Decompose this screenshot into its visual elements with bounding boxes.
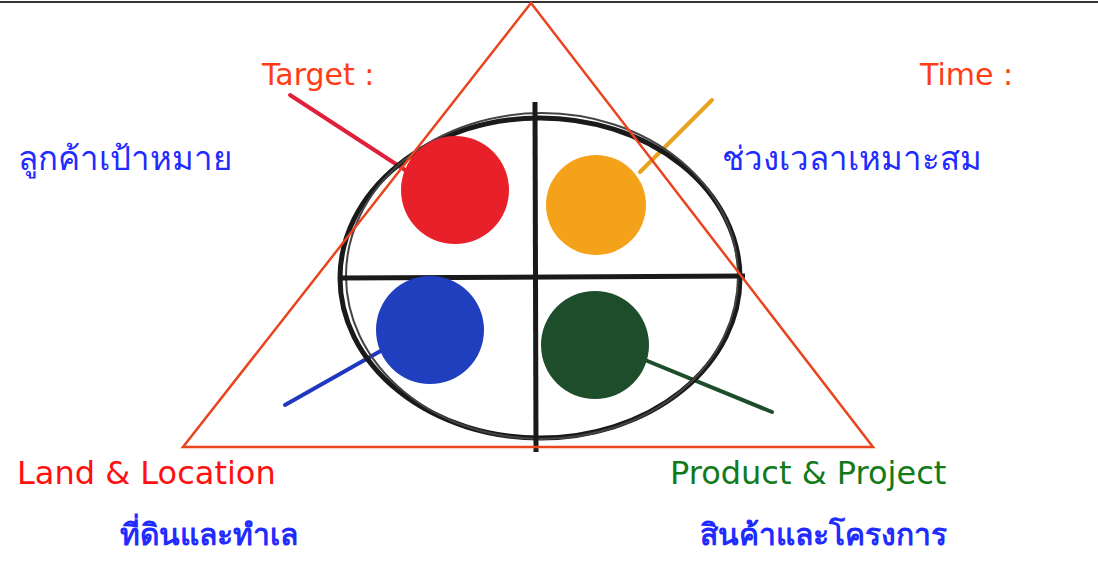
red-stick <box>290 95 405 170</box>
label-text: Product & Project <box>670 455 946 492</box>
label-text: ช่วงเวลาเหมาะสม <box>722 140 982 178</box>
triangle <box>183 3 873 447</box>
top-rule <box>0 1 1098 3</box>
label-text: Land & Location <box>17 455 276 492</box>
label-text: สินค้าและโครงการ <box>700 518 947 553</box>
horizontal-divider <box>340 276 745 278</box>
label-text: ลูกค้าเป้าหมาย <box>18 140 232 178</box>
label-text: Target : <box>262 58 374 93</box>
label-text: Time : <box>920 58 1013 93</box>
green-blob <box>541 291 649 399</box>
label-text: ที่ดินและทำเล <box>120 518 298 553</box>
orange-blob <box>546 155 646 255</box>
red-blob <box>401 136 509 244</box>
blue-blob <box>376 276 484 384</box>
